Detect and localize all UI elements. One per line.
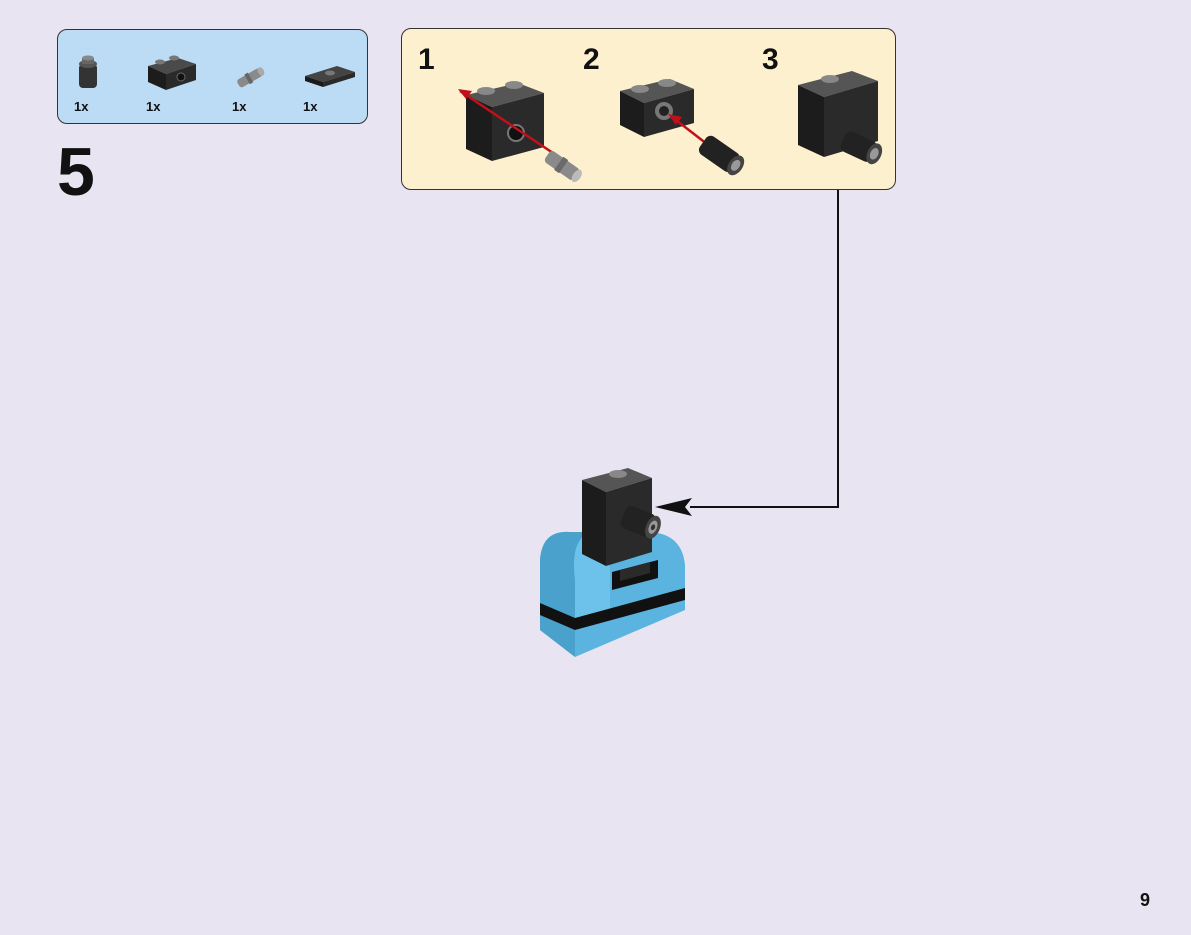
- parts-list-item: 1x: [146, 44, 206, 114]
- part-quantity: 1x: [74, 99, 89, 114]
- jumper-plate-icon: [305, 66, 355, 87]
- technic-brick-1x2-icon: [148, 55, 196, 90]
- sub-step-2-illustration: [620, 79, 745, 176]
- part-quantity: 1x: [146, 99, 161, 114]
- sub-step-number: 2: [583, 43, 600, 76]
- sub-step-3-illustration: [798, 71, 883, 165]
- sub-step-1-illustration: [458, 81, 582, 183]
- sub-step-number: 3: [762, 43, 779, 76]
- parts-list-item: 1x: [303, 44, 363, 114]
- part-quantity: 1x: [303, 99, 318, 114]
- page-number: 9: [1140, 890, 1151, 910]
- sub-assembly-panel: 1 2 3: [401, 28, 896, 190]
- parts-list-item: 1x: [74, 44, 134, 114]
- parts-list-panel: 1x 1x 1x 1x: [57, 29, 368, 124]
- technic-pin-icon: [237, 67, 265, 88]
- step-number: 5: [57, 134, 95, 210]
- part-quantity: 1x: [232, 99, 247, 114]
- main-assembly-illustration: [540, 468, 685, 657]
- round-2x2-brick-icon: [79, 55, 97, 88]
- sub-step-number: 1: [418, 43, 435, 76]
- parts-list-item: 1x: [232, 44, 292, 114]
